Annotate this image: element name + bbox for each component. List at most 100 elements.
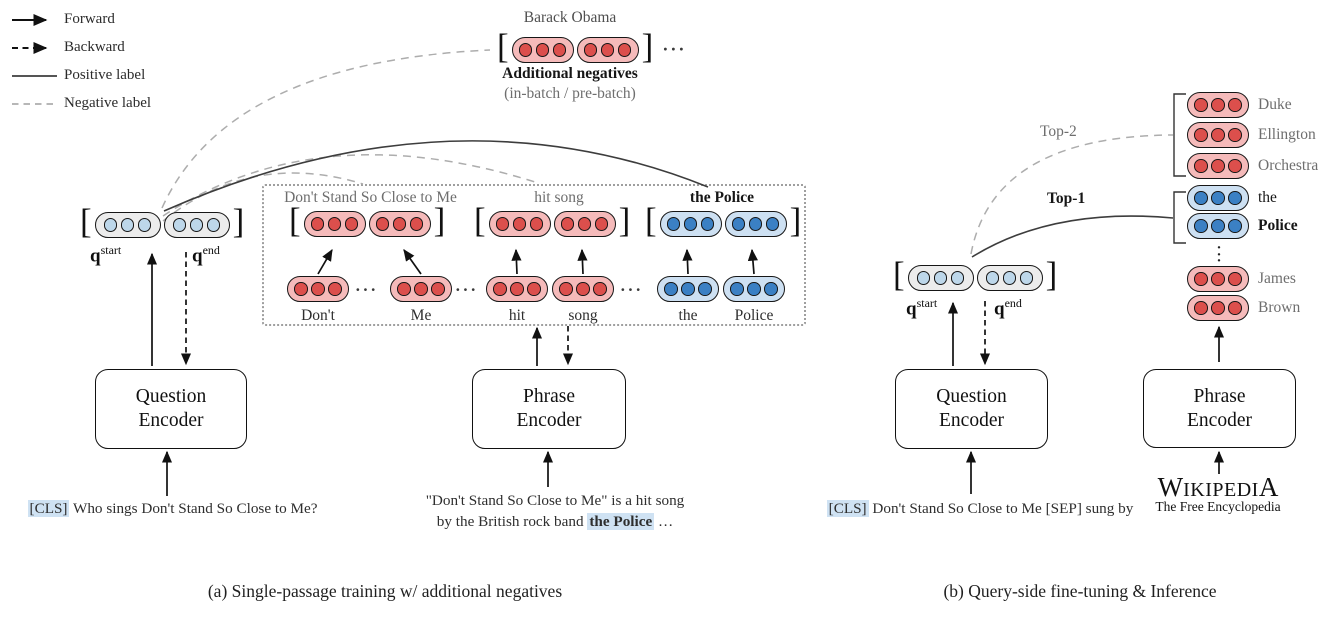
qstart-embedding-pill (94, 212, 161, 238)
embedding-dot (576, 282, 590, 296)
negatives-embedding-group: [ ] ··· (497, 27, 686, 66)
embedding-dot (189, 218, 204, 232)
embedding-pill (553, 211, 616, 237)
embedding-dot (594, 217, 609, 231)
embedding-dot (103, 218, 118, 232)
right-bracket: ] (789, 201, 802, 240)
right-bracket: ] (618, 201, 631, 240)
phrase3-label: the Police (689, 189, 755, 206)
embedding-dot (747, 282, 761, 296)
embedding-dot (392, 217, 407, 231)
stack-label: Duke (1258, 96, 1292, 113)
left-bracket: [ (289, 201, 301, 240)
embedding-dot (1194, 272, 1208, 286)
embedding-dot (495, 217, 510, 231)
embedding-dot (1211, 219, 1225, 233)
question-encoder-a: Question Encoder (95, 369, 247, 449)
caption-b: (b) Query-side fine-tuning & Inference (943, 581, 1217, 601)
stack-row-brown: Brown (1187, 295, 1300, 321)
cls-token: [CLS] (27, 500, 70, 517)
embedding-dot (518, 43, 533, 57)
phrase1-embedding-group: [ ] (289, 201, 445, 240)
embedding-dot (583, 43, 598, 57)
top2-label: Top-2 (1040, 123, 1077, 140)
embedding-dot (310, 217, 325, 231)
embedding-dot (510, 282, 524, 296)
embedding-dot (664, 282, 678, 296)
cls-token: [CLS] (826, 500, 869, 517)
embedding-pill (488, 211, 551, 237)
embedding-dot (1228, 159, 1242, 173)
embedding-dot (1019, 271, 1034, 285)
qend-embedding-pill (163, 212, 230, 238)
embedding-dot (529, 217, 544, 231)
qend-embedding-pill (976, 265, 1043, 291)
embedding-dot (1211, 159, 1225, 173)
phrase2-embedding-group: [ ] (474, 201, 631, 240)
right-bracket: ] (1045, 255, 1058, 294)
token-label: song (568, 307, 598, 324)
left-bracket: [ (497, 27, 509, 66)
bracket-top2 (1173, 93, 1186, 177)
embedding-dot (600, 43, 615, 57)
bracket-top1 (1173, 191, 1186, 244)
stack-label: the (1258, 189, 1277, 206)
embedding-pill (723, 276, 785, 302)
embedding-dot (1228, 219, 1242, 233)
positive-curve-top1 (971, 215, 1174, 258)
embedding-dot (120, 218, 135, 232)
embedding-dot (431, 282, 445, 296)
embedding-dot (1194, 219, 1208, 233)
embedding-dot (731, 217, 746, 231)
qend-label-b: qend (994, 296, 1022, 320)
stack-row-orchestra: Orchestra (1187, 153, 1318, 179)
left-bracket: [ (893, 255, 905, 294)
embedding-pill (1187, 213, 1249, 239)
embedding-dot (698, 282, 712, 296)
embedding-dot (527, 282, 541, 296)
embedding-dot (1228, 191, 1242, 205)
question-encoder-b: Question Encoder (895, 369, 1048, 449)
embedding-dot (1194, 159, 1208, 173)
vertical-ellipsis: · · · (1216, 240, 1222, 269)
phrase-input-a: "Don't Stand So Close to Me" is a hit so… (425, 492, 685, 530)
negatives-sublabel: (in-batch / pre-batch) (504, 85, 636, 102)
token-label: the (678, 307, 698, 324)
left-bracket: [ (474, 201, 486, 240)
embedding-dot (206, 218, 221, 232)
embedding-dot (1194, 128, 1208, 142)
qstart-label-b: qstart (906, 296, 938, 320)
token-label: Police (734, 307, 774, 324)
embedding-dot (311, 282, 325, 296)
embedding-pill (724, 211, 787, 237)
embedding-dot (748, 217, 763, 231)
token-dont: Don't (287, 276, 349, 324)
embedding-dot (700, 217, 715, 231)
stack-label: Police (1258, 217, 1298, 234)
qstart-embedding-pill (907, 265, 974, 291)
embedding-dot (1002, 271, 1017, 285)
token-label: Me (410, 307, 432, 324)
embedding-dot (1211, 191, 1225, 205)
token-the: the (657, 276, 719, 324)
embedding-dot (577, 217, 592, 231)
embedding-dot (985, 271, 1000, 285)
stack-label: Brown (1258, 299, 1301, 316)
token-police: Police (723, 276, 785, 324)
embedding-dot (950, 271, 965, 285)
qend-label-a: qend (192, 243, 220, 267)
embedding-dot (1194, 98, 1208, 112)
embedding-pill (390, 276, 452, 302)
embedding-pill (1187, 122, 1249, 148)
stack-label: James (1258, 270, 1296, 287)
embedding-dot (764, 282, 778, 296)
stack-row-the: the (1187, 185, 1277, 211)
embedding-pill (1187, 266, 1249, 292)
embedding-dot (552, 43, 567, 57)
embedding-pill (303, 211, 366, 237)
embedding-dot (327, 217, 342, 231)
embedding-dot (681, 282, 695, 296)
embedding-dot (409, 217, 424, 231)
embedding-dot (137, 218, 152, 232)
